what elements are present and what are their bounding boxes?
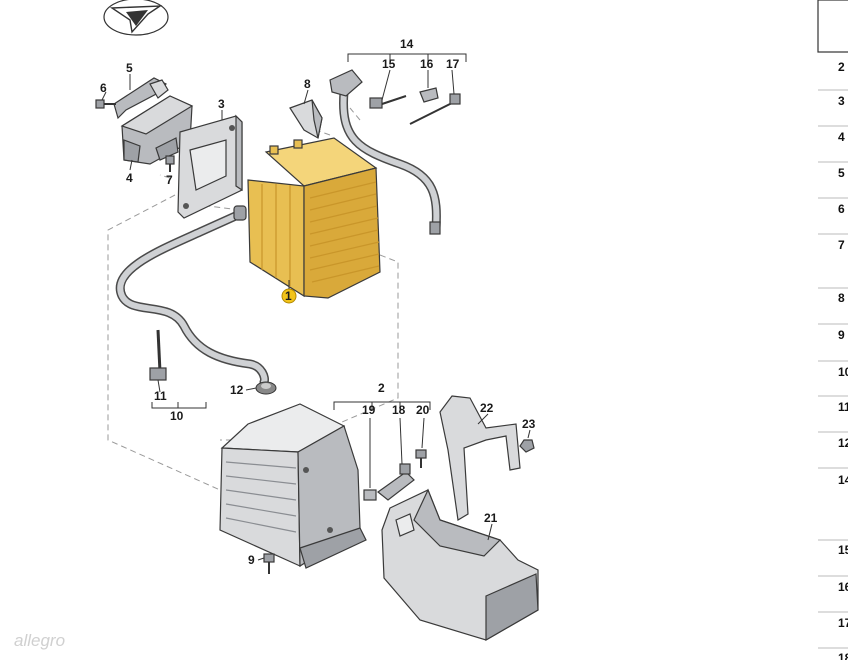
callout-18: 18 [392,403,406,417]
index-row-number: 11 [838,400,848,414]
callout-16: 16 [420,57,434,71]
index-row-number: 6 [838,202,845,216]
callout-7: 7 [166,173,173,187]
callout-4: 4 [126,171,133,185]
part-19-nut [363,489,377,501]
part-17-tie [409,93,461,125]
index-row-number: 18 [838,651,848,660]
part-22-bracket [439,395,521,521]
index-row-number: 3 [838,94,845,108]
index-row-number: 4 [838,130,845,144]
callout-12: 12 [230,383,244,397]
callout-22: 22 [480,401,494,415]
part-16-clip [419,87,439,103]
battery-cooling-ribs [309,181,380,283]
index-row-number: 16 [838,580,848,594]
part-11-strap [149,329,167,381]
callout-14: 14 [400,37,414,51]
part-6-bolt [95,99,116,109]
index-row-number: 17 [838,616,848,630]
index-column: 2 3 4 5 6 7 8 9 10 11 12 14 15 16 17 18 [817,0,848,660]
index-row-number: 2 [838,60,845,74]
callout-9: 9 [248,553,255,567]
callout-11: 11 [154,389,167,403]
index-row-number: 15 [838,543,848,557]
housing-fins [225,461,297,533]
part-2-battery-housing [219,403,367,569]
part-15-cable [329,69,441,235]
watermark: allegro [14,631,65,650]
callout-10: 10 [170,409,184,423]
group-bracket-14 [347,53,467,62]
callout-23: 23 [522,417,536,431]
index-row-number: 14 [838,473,848,487]
part-10-hose [115,205,269,387]
callout-1: 1 [285,289,292,303]
callout-19: 19 [362,403,376,417]
index-row-number: 12 [838,436,848,450]
battery-front-grooves [261,184,291,287]
part-15-plug [369,95,407,109]
part-3-bracket-plate [177,114,243,219]
part-1-battery [247,137,381,304]
index-row-number: 10 [838,365,848,379]
callout-labels: 1 2 3 4 5 6 7 8 9 10 11 12 14 15 16 17 1… [100,37,536,567]
index-row-number: 9 [838,328,845,342]
callout-17: 17 [446,57,460,71]
index-row-number: 7 [838,238,845,252]
part-8-small-bracket [289,99,323,139]
part-18-clamp [377,463,415,501]
part-9-screw [263,553,275,574]
callout-3: 3 [218,97,225,111]
callout-8: 8 [304,77,311,91]
index-row-number: 8 [838,291,845,305]
orientation-arrow-icon [103,0,169,36]
callout-21: 21 [484,511,498,525]
group-bracket-2 [333,401,431,410]
callout-15: 15 [382,57,396,71]
callout-5: 5 [126,61,133,75]
group-bracket-10 [151,402,207,409]
callout-6: 6 [100,81,107,95]
part-21-cover [381,488,539,642]
part-23-nut [519,439,535,453]
callout-2: 2 [378,381,385,395]
part-12-grommet [255,381,277,395]
callout-20: 20 [416,403,430,417]
index-row-number: 5 [838,166,845,180]
leader-lines [101,69,531,561]
part-20-bolt [415,449,427,468]
part-5-bracket [113,77,169,120]
